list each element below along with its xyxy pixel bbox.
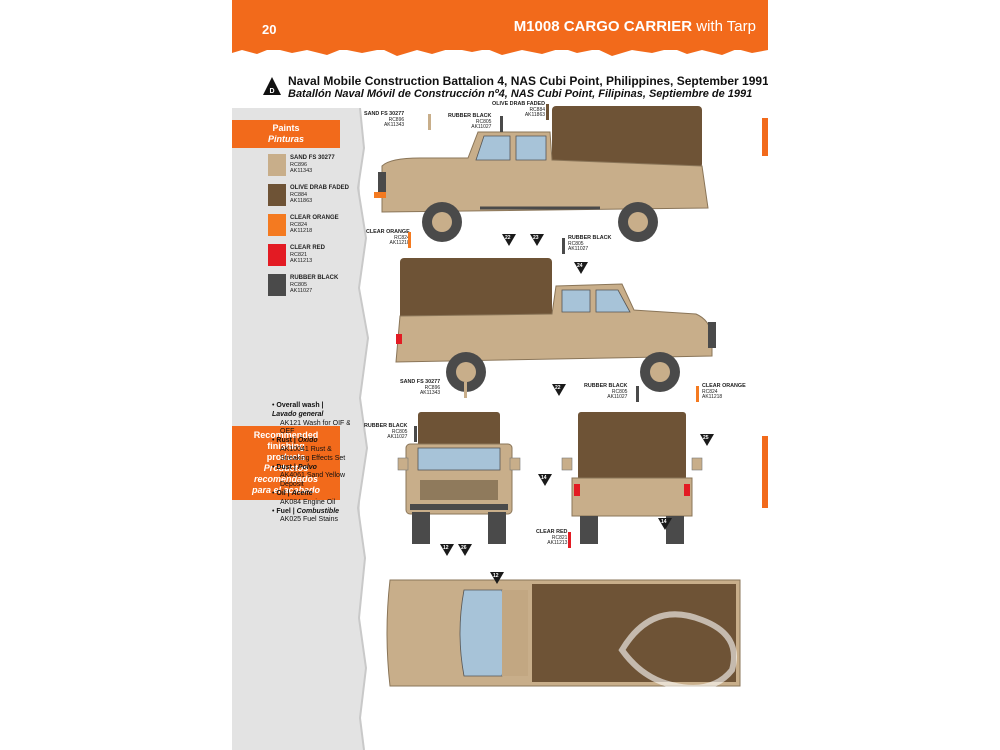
- detail-marker: 22: [552, 384, 566, 396]
- grunge-edge-decoration: [350, 108, 370, 750]
- right-tab-top: [762, 118, 768, 156]
- detail-marker: 22: [502, 234, 516, 246]
- detail-marker: 26: [458, 544, 472, 556]
- side-view-right: [395, 258, 716, 392]
- watermark-logo-icon: [618, 611, 737, 691]
- title-sub: with Tarp: [696, 18, 756, 35]
- title-main: M1008 CARGO CARRIER: [513, 18, 693, 35]
- finishing-value: AK10041 Rust & Streaking Effects Set: [280, 445, 346, 462]
- detail-marker: 23: [530, 234, 544, 246]
- detail-marker: 25: [700, 434, 714, 446]
- callout-bar: [636, 386, 639, 402]
- swatch-red: [268, 244, 286, 266]
- finishing-list: • Overall wash |Lavado general AK121 Was…: [272, 402, 360, 525]
- page-title: M1008 CARGO CARRIER with Tarp: [514, 18, 756, 35]
- rear-view: [561, 412, 703, 544]
- page-header: [232, 0, 768, 50]
- swatch-rubber: [268, 274, 286, 296]
- svg-text:D: D: [269, 88, 274, 95]
- torn-edge-decoration: [232, 44, 768, 56]
- finishing-item: • Dust | Polvo: [272, 463, 317, 471]
- finishing-item: • Rust | Óxido: [272, 437, 318, 445]
- finishing-value: AK4061 Sand Yellow Deposit: [280, 472, 345, 489]
- detail-marker: 24: [574, 262, 588, 274]
- scheme-marker-icon: D: [263, 77, 281, 95]
- callout-bar: [428, 114, 431, 130]
- finishing-value: AK025 Fuel Stains: [280, 516, 338, 524]
- detail-marker: 14: [538, 474, 552, 486]
- scheme-title-es: Batallón Naval Móvil de Construcción nº4…: [288, 88, 753, 100]
- callout-bar: [546, 104, 549, 120]
- detail-marker: 12: [490, 572, 504, 584]
- finishing-heading: Recommended finishing products Productos…: [232, 426, 340, 500]
- finishing-item: • Overall wash |Lavado general: [272, 402, 324, 418]
- callout-bar: [696, 386, 699, 402]
- front-view: [397, 412, 521, 544]
- side-view-left: [374, 106, 709, 242]
- swatch-orange: [268, 214, 286, 236]
- detail-marker: 14: [658, 518, 672, 530]
- callout-bar: [500, 116, 503, 132]
- finishing-item: • Oil | Aceite: [272, 489, 313, 497]
- finishing-value: AK084 Engine Oil: [280, 498, 336, 506]
- callout-bar: [408, 232, 411, 248]
- callout-bar: [414, 426, 417, 442]
- finishing-value: AK121 Wash for OIF & OEF: [280, 419, 351, 436]
- right-tab-middle: [762, 436, 768, 508]
- paints-heading: Paints Pinturas: [232, 120, 340, 148]
- callout-bar: [568, 532, 571, 548]
- scheme-title-en: Naval Mobile Construction Battalion 4, N…: [288, 74, 768, 88]
- callout-bar: [562, 238, 565, 254]
- detail-marker: 12: [440, 544, 454, 556]
- swatch-olive: [268, 184, 286, 206]
- callout-bar: [464, 382, 467, 398]
- finishing-item: • Fuel | Combustible: [272, 507, 340, 515]
- catalog-page: 20 M1008 CARGO CARRIER with Tarp D Naval…: [232, 0, 768, 750]
- swatch-sand: [268, 154, 286, 176]
- page-number: 20: [262, 22, 277, 37]
